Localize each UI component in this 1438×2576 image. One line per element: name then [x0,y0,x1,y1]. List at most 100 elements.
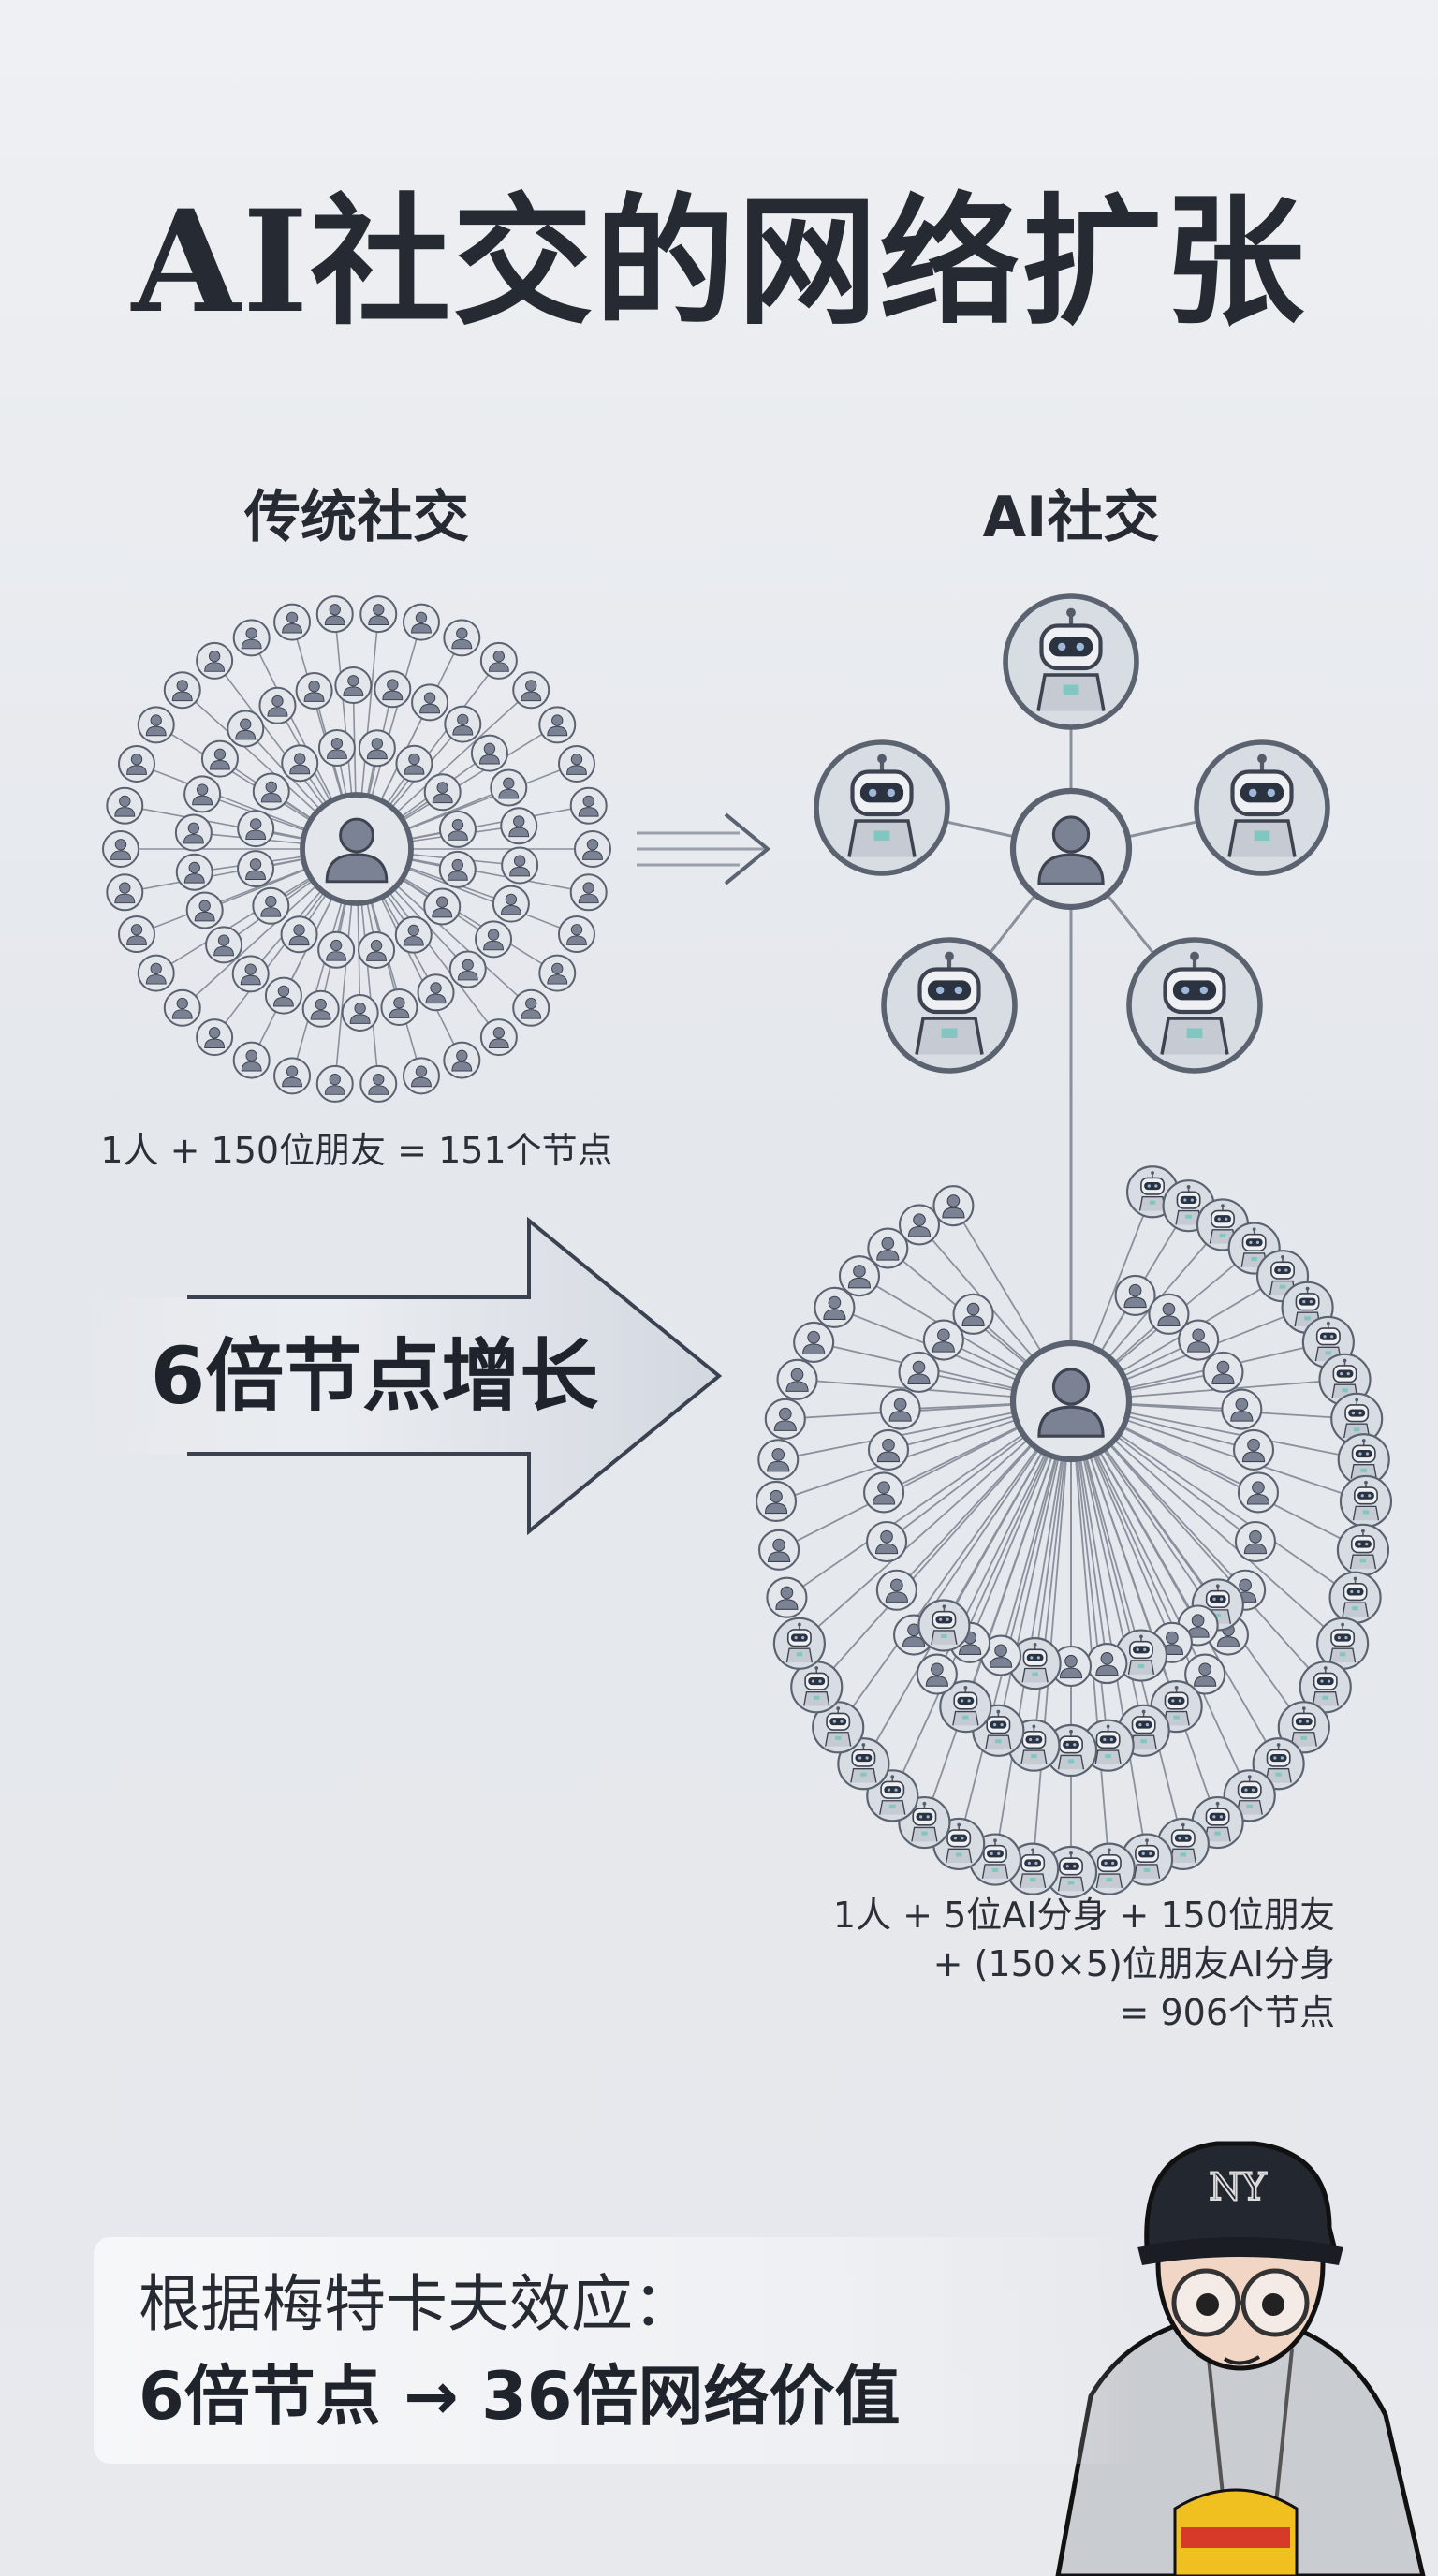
page-title: AI社交的网络扩张 [131,180,1307,344]
person-node-icon [863,1471,905,1514]
connection-line [837,1400,1072,1728]
person-node-icon [402,603,440,641]
person-node-icon [252,886,290,925]
connection-line [994,1400,1072,1860]
person-node-icon [258,686,297,724]
robot-node-icon [881,937,1018,1074]
person-node-icon [163,988,201,1027]
person-node-icon [1234,1520,1276,1563]
robot-node-icon [790,1661,844,1714]
robot-node-icon [972,1704,1025,1757]
person-node-icon [196,1018,234,1057]
person-node-icon [183,775,222,813]
person-node-icon [411,683,449,722]
person-node-icon [1202,1351,1244,1393]
person-node-icon [341,993,379,1032]
person-node-icon [137,706,175,744]
ai-network [755,593,1393,1899]
person-node-icon [538,954,577,992]
person-node-icon [1178,1319,1220,1361]
person-node-icon [102,830,139,868]
person-node-icon [879,1388,921,1430]
robot-node-icon [917,1599,971,1652]
person-node-icon [512,988,550,1027]
person-node-icon [232,619,271,657]
person-node-icon [118,915,156,954]
person-node-icon [755,1480,798,1523]
person-node-icon [875,1569,917,1611]
person-node-icon [360,595,398,634]
summary-line-1: 根据梅特卡夫效应： [139,2268,695,2340]
robot-node-icon [1336,1523,1389,1576]
person-node-icon [448,950,487,988]
person-node-icon [264,976,302,1015]
person-node-icon [438,810,477,848]
person-node-icon [1232,1428,1275,1471]
person-node-icon [443,619,481,657]
person-node-icon [443,1041,481,1079]
connection-line [958,1400,1072,1845]
summary-line-2: 6倍节点 → 36倍网络价值 [139,2358,901,2435]
person-node-icon [470,734,508,772]
robot-node-icon [1120,1833,1174,1886]
person-node-icon [438,850,477,888]
person-node-icon [475,920,513,959]
person-node-icon [922,1319,964,1361]
person-node-icon [766,1576,808,1618]
robot-node-icon [1328,1571,1382,1624]
person-node-icon [317,729,356,768]
robot-node-icon [1316,1617,1370,1670]
robot-node-icon [837,1737,890,1791]
person-node-icon [757,1439,800,1481]
person-node-icon [932,1185,975,1227]
robot-node-icon [1082,1842,1136,1895]
person-node-icon [838,1255,881,1297]
person-node-icon [492,885,530,923]
person-node-icon [295,671,333,710]
person-node-icon [380,988,418,1027]
ai-node-equation: 1人 + 5位AI分身 + 150位朋友 + (150×5)位朋友AI分身 = … [833,1891,1335,2037]
person-node-icon [237,850,275,888]
ai-social-heading: AI社交 [982,485,1160,550]
person-node-icon [231,955,270,993]
cap-logo: NY [1209,2166,1267,2209]
robot-node-icon [1003,593,1139,730]
person-node-icon [867,1227,909,1269]
person-node-icon [793,1321,835,1363]
robot-node-icon [1117,1704,1170,1757]
robot-node-icon [1007,1719,1061,1772]
person-node-icon [281,744,319,783]
robot-node-icon [1318,1353,1372,1406]
person-node-icon [106,786,144,825]
robot-node-icon [772,1617,826,1670]
traditional-social-heading: 传统社交 [244,485,469,550]
person-node-icon [106,873,144,912]
person-node-icon [358,930,396,969]
robot-node-icon [1008,1637,1062,1690]
connection-line [1070,1400,1251,1796]
person-node-icon [273,603,312,641]
person-node-icon [479,641,518,680]
person-node-icon [317,930,356,969]
person-node-icon [137,954,175,992]
person-node-icon [916,1653,958,1695]
person-node-icon [227,710,265,748]
equation-line: = 906个节点 [1119,1992,1335,2033]
person-node-icon [1114,1274,1156,1316]
equation-line: + (150×5)位朋友AI分身 [932,1943,1335,1984]
person-node-icon [1049,1645,1093,1688]
person-node-icon [301,989,340,1028]
person-node-icon [1009,1339,1133,1463]
person-node-icon [444,705,482,743]
connection-line [1070,1400,1110,1869]
person-node-icon [395,744,433,783]
connection-line [1070,1400,1148,1860]
person-node-icon [358,729,396,768]
robot-node-icon [1299,1661,1352,1714]
person-node-icon [374,670,412,709]
robot-node-icon [812,1701,865,1754]
person-node-icon [315,595,354,634]
person-node-icon [174,813,213,852]
person-node-icon [196,641,234,680]
